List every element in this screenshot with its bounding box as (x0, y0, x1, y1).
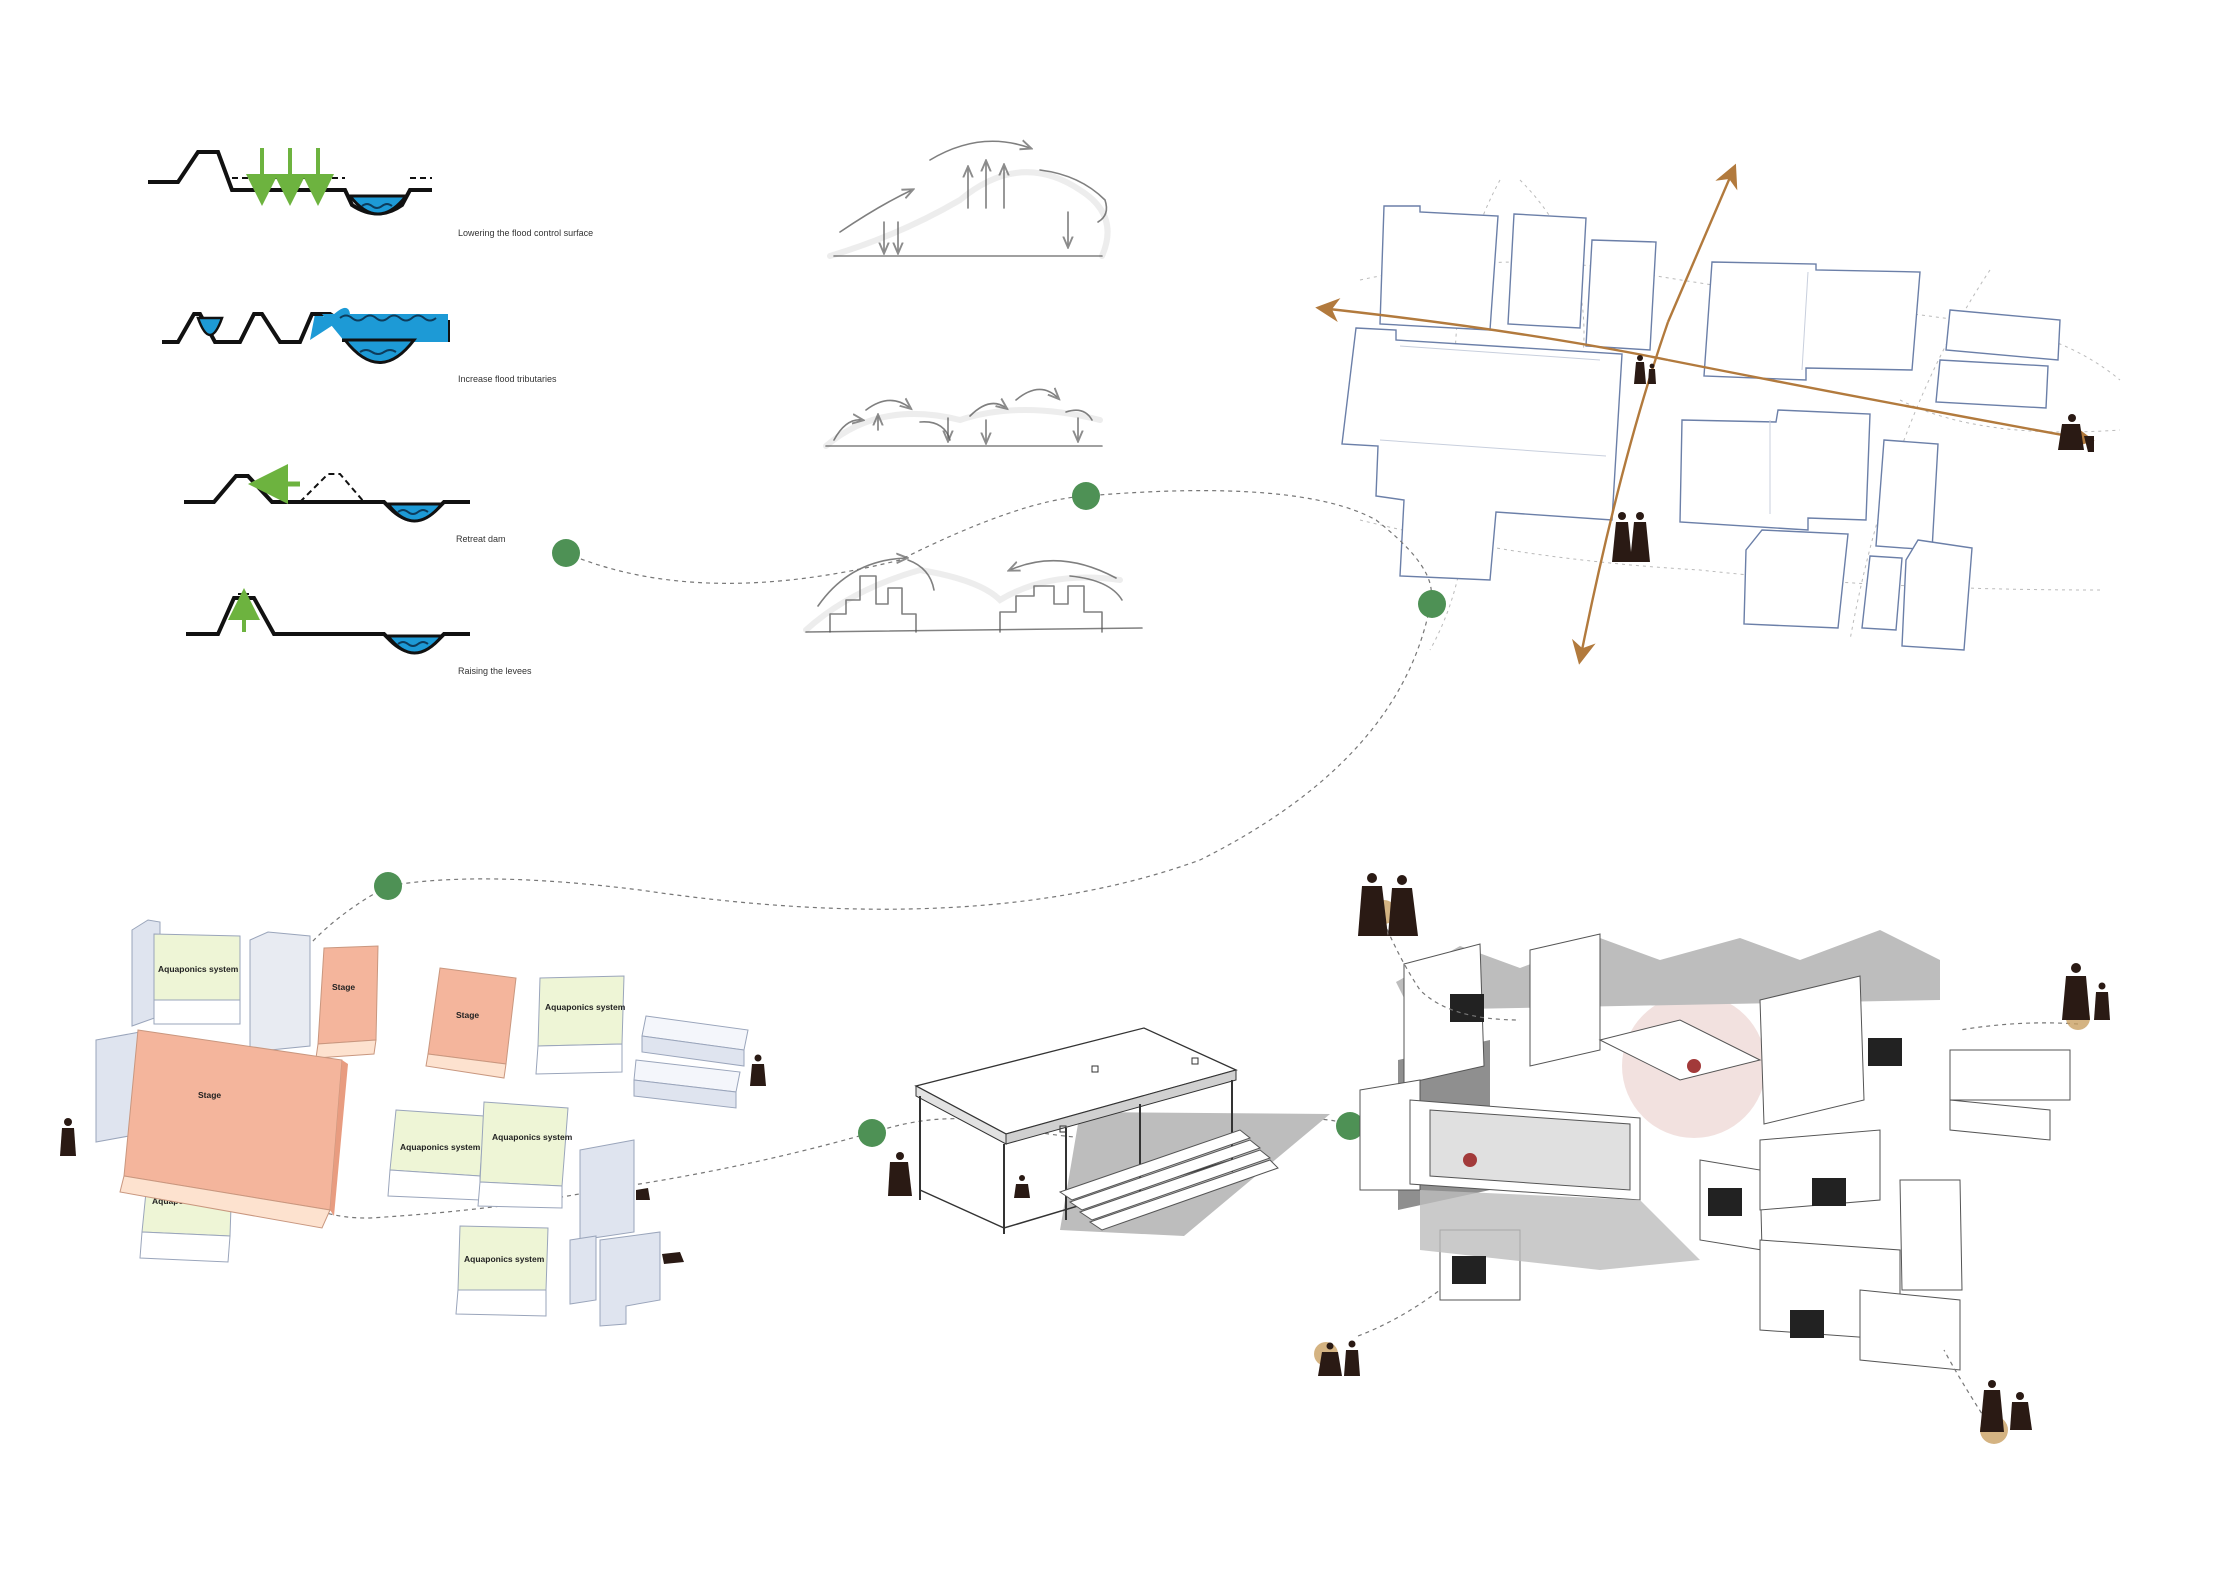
green-node-icon (858, 1119, 886, 1147)
block-label: Aquaponics system (464, 1254, 545, 1264)
sketch-airflow-bumps (823, 389, 1103, 449)
sketch-airflow-mound (827, 141, 1111, 259)
green-node-icon (1072, 482, 1100, 510)
section-label: Retreat dam (456, 534, 506, 544)
green-node-icon (1336, 1112, 1364, 1140)
block-label: Aquaponics system (545, 1002, 626, 1012)
connector-paths (249, 490, 1432, 1219)
human-figure-icon (750, 1054, 766, 1086)
window-grid (1450, 994, 1902, 1338)
program-massing-axonometric: Aquaponics system Aquaponics system Aqua… (60, 919, 766, 1327)
urban-block-plan (1315, 163, 2121, 665)
flood-section-tributaries: Increase flood tributaries (162, 307, 557, 384)
human-figure-icon (2062, 963, 2110, 1020)
section-label: Increase flood tributaries (458, 374, 557, 384)
sketch-airflow-city (803, 558, 1143, 633)
human-figure-icon (1980, 1380, 2032, 1432)
block-label: Aquaponics system (158, 964, 239, 974)
human-figure-icon (1634, 355, 1656, 384)
flood-section-retreat-dam: Retreat dam (184, 464, 506, 544)
modular-complex-axonometric (1314, 873, 2110, 1444)
human-figure-icon (1612, 512, 1650, 562)
block-label: Aquaponics system (492, 1132, 573, 1142)
pavilion-axonometric (888, 1027, 1330, 1236)
block-label: Stage (456, 1010, 479, 1020)
human-figure-icon (1358, 873, 1418, 936)
section-label: Raising the levees (458, 666, 532, 676)
human-figure-icon (60, 1118, 76, 1156)
human-figure-icon (1318, 1340, 1360, 1376)
human-figure-icon (888, 1152, 1030, 1198)
block-label: Stage (332, 982, 355, 992)
green-node-icon (1418, 590, 1446, 618)
human-figure-icon (2058, 414, 2094, 452)
flood-section-raising-levees: Raising the levees (186, 588, 532, 676)
green-node-icon (552, 539, 580, 567)
compass-arrow-icon (1315, 298, 1669, 362)
block-label: Aquaponics system (400, 1142, 481, 1152)
compass-arrow-icon (1666, 163, 1738, 323)
block-label: Stage (198, 1090, 221, 1100)
green-nodes (374, 482, 1446, 1147)
green-node-icon (374, 872, 402, 900)
section-label: Lowering the flood control surface (458, 228, 593, 238)
flood-section-lowering: Lowering the flood control surface (148, 148, 593, 238)
dog-icon (636, 1188, 684, 1264)
